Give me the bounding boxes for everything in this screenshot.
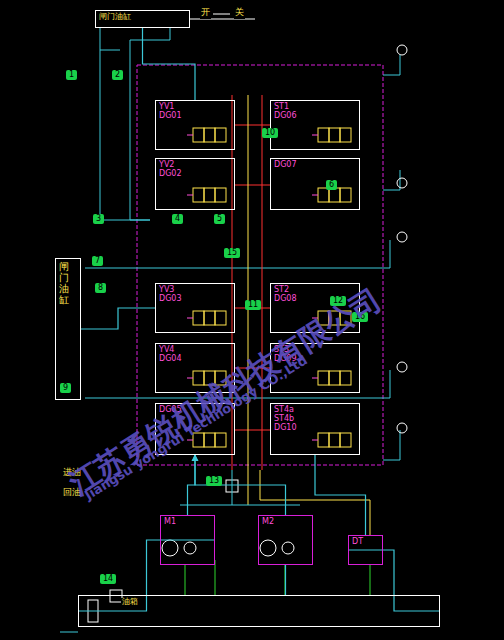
callout-number: 14 <box>100 574 116 584</box>
callout-number: 6 <box>326 180 337 190</box>
part-label: ST1 <box>273 103 290 112</box>
callout-number: 8 <box>95 283 106 293</box>
part-label: DG03 <box>158 295 183 304</box>
callout-number: 10 <box>262 128 278 138</box>
part-label: M1 <box>163 518 177 527</box>
part-label: DG06 <box>273 112 298 121</box>
hydraulic-line <box>78 540 215 611</box>
part-label: M2 <box>261 518 275 527</box>
callout-number: 1 <box>66 70 77 80</box>
callout-number: 7 <box>92 256 103 266</box>
pump-unit: DT <box>348 535 383 565</box>
part-label: ST4a <box>273 406 295 415</box>
flow-label: 开 <box>200 6 211 19</box>
part-label: YV1 <box>158 103 175 112</box>
hydraulic-line <box>188 455 196 515</box>
part-label: DG04 <box>158 355 183 364</box>
callout-number: 9 <box>60 383 71 393</box>
callout-number: 5 <box>214 214 225 224</box>
part-label: YV3 <box>158 286 175 295</box>
callout-number: 15 <box>224 248 240 258</box>
part-label: DG07 <box>273 161 298 170</box>
callout-number: 4 <box>172 214 183 224</box>
part-label: 油箱 <box>121 598 139 607</box>
valve-block: YV1DG01 <box>155 100 235 150</box>
part-label: DG10 <box>273 424 298 433</box>
hydraulic-line <box>143 28 196 100</box>
hydraulic-line <box>348 550 440 611</box>
hydraulic-line <box>285 565 286 595</box>
pump-unit: M2 <box>258 515 313 565</box>
valve-block: YV3DG03 <box>155 283 235 333</box>
part-label: YV4 <box>158 346 175 355</box>
part-label: 闸门油缸 <box>58 261 70 305</box>
part-label: DG01 <box>158 112 183 121</box>
part-label: YV2 <box>158 161 175 170</box>
part-label: DG08 <box>273 295 298 304</box>
part-label: DG02 <box>158 170 183 179</box>
valve-block: DG07 <box>270 158 360 210</box>
part-label: ST2 <box>273 286 290 295</box>
hydraulic-line <box>81 308 155 329</box>
part-label: ST4b <box>273 415 295 424</box>
valve-block: YV2DG02 <box>155 158 235 210</box>
valve-block: ST4aST4bDG10 <box>270 403 360 455</box>
hydraulic-cylinder: 闸门油缸 <box>55 258 81 400</box>
oil-tank: 油箱 <box>78 595 440 627</box>
callout-number: 2 <box>112 70 123 80</box>
callout-number: 3 <box>93 214 104 224</box>
valve-block: ST1DG06 <box>270 100 360 150</box>
callout-number: 13 <box>206 476 222 486</box>
hydraulic-line <box>195 455 286 515</box>
hydraulic-line <box>315 455 366 535</box>
pump-unit: M1 <box>160 515 215 565</box>
callout-number: 11 <box>245 300 261 310</box>
hydraulic-cylinder: 闸门油缸 <box>95 10 190 28</box>
part-label: DT <box>351 538 364 547</box>
flow-label: 关 <box>234 6 245 19</box>
part-label: 闸门油缸 <box>98 13 132 22</box>
